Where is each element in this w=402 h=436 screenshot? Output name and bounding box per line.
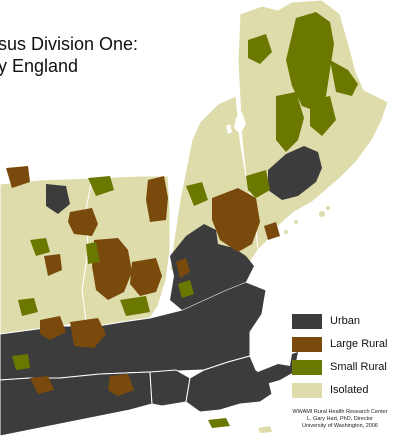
small-rural-vt-central xyxy=(86,242,100,264)
small-rural-ct-west xyxy=(12,354,30,370)
legend-swatch-urban xyxy=(292,313,322,329)
small-rural-mass-central xyxy=(120,296,150,316)
map-title-line-1: sus Division One: xyxy=(0,34,139,54)
lake-moosehead xyxy=(234,112,246,134)
legend-label-large-rural: Large Rural xyxy=(330,338,388,350)
small-rural-maine-northeast xyxy=(330,60,358,96)
large-rural-region-7 xyxy=(40,316,66,340)
large-rural-region-6 xyxy=(44,254,62,276)
small-rural-vt-west xyxy=(30,238,50,256)
island-marthas-vineyard xyxy=(208,418,230,428)
legend-item-small-rural: Small Rural xyxy=(292,356,402,378)
large-rural-region-12 xyxy=(176,258,190,278)
legend-swatch-isolated xyxy=(292,382,322,398)
legend-label-isolated: Isolated xyxy=(330,384,369,396)
urban-nw-corner xyxy=(46,184,70,214)
large-rural-region-1 xyxy=(212,188,260,252)
small-rural-maine-upper xyxy=(248,34,272,64)
large-rural-region-4 xyxy=(92,238,132,300)
state-rhode-island xyxy=(149,369,191,407)
large-rural-region-2 xyxy=(146,176,168,222)
legend-label-small-rural: Small Rural xyxy=(330,361,387,373)
small-rural-nh-north xyxy=(186,182,208,206)
large-rural-region-13 xyxy=(264,222,280,240)
credit-line-2: L. Gary Hart, PhD, Director xyxy=(306,416,374,422)
urban-maine-central xyxy=(268,146,322,200)
legend-label-urban: Urban xyxy=(330,315,360,327)
legend-swatch-small-rural xyxy=(292,359,322,375)
map-legend: Urban Large Rural Small Rural Isolated xyxy=(292,310,402,402)
small-rural-vt-north xyxy=(88,176,114,196)
map-credit: WWAMI Rural Health Research Center L. Ga… xyxy=(278,409,402,430)
small-rural-maine-north xyxy=(286,12,334,112)
large-rural-region-3 xyxy=(68,208,98,236)
legend-item-isolated: Isolated xyxy=(292,379,402,401)
map-title-line-2: y England xyxy=(0,56,79,76)
small-rural-mass-west xyxy=(18,298,38,316)
island-4 xyxy=(284,230,288,234)
small-rural-nh-east xyxy=(246,170,270,198)
small-rural-maine-central xyxy=(276,92,304,152)
legend-swatch-large-rural xyxy=(292,336,322,352)
small-rural-nh-south xyxy=(178,280,194,298)
island-2 xyxy=(326,206,330,210)
lake-small xyxy=(226,124,232,134)
credit-line-3: University of Washington, 2006 xyxy=(302,423,378,429)
small-rural-maine-midcoast xyxy=(310,96,336,136)
island-3 xyxy=(294,220,298,224)
legend-item-urban: Urban xyxy=(292,310,402,332)
credit-line-1: WWAMI Rural Health Research Center xyxy=(292,409,388,415)
large-rural-region-8 xyxy=(70,318,106,348)
large-rural-region-5 xyxy=(130,258,162,296)
large-rural-region-9 xyxy=(108,374,134,396)
island-nantucket xyxy=(258,426,272,433)
large-rural-region-11 xyxy=(6,166,30,188)
legend-item-large-rural: Large Rural xyxy=(292,333,402,355)
region-cape-cod-arm xyxy=(258,352,298,384)
island-1 xyxy=(319,211,325,217)
large-rural-region-10 xyxy=(30,376,54,394)
